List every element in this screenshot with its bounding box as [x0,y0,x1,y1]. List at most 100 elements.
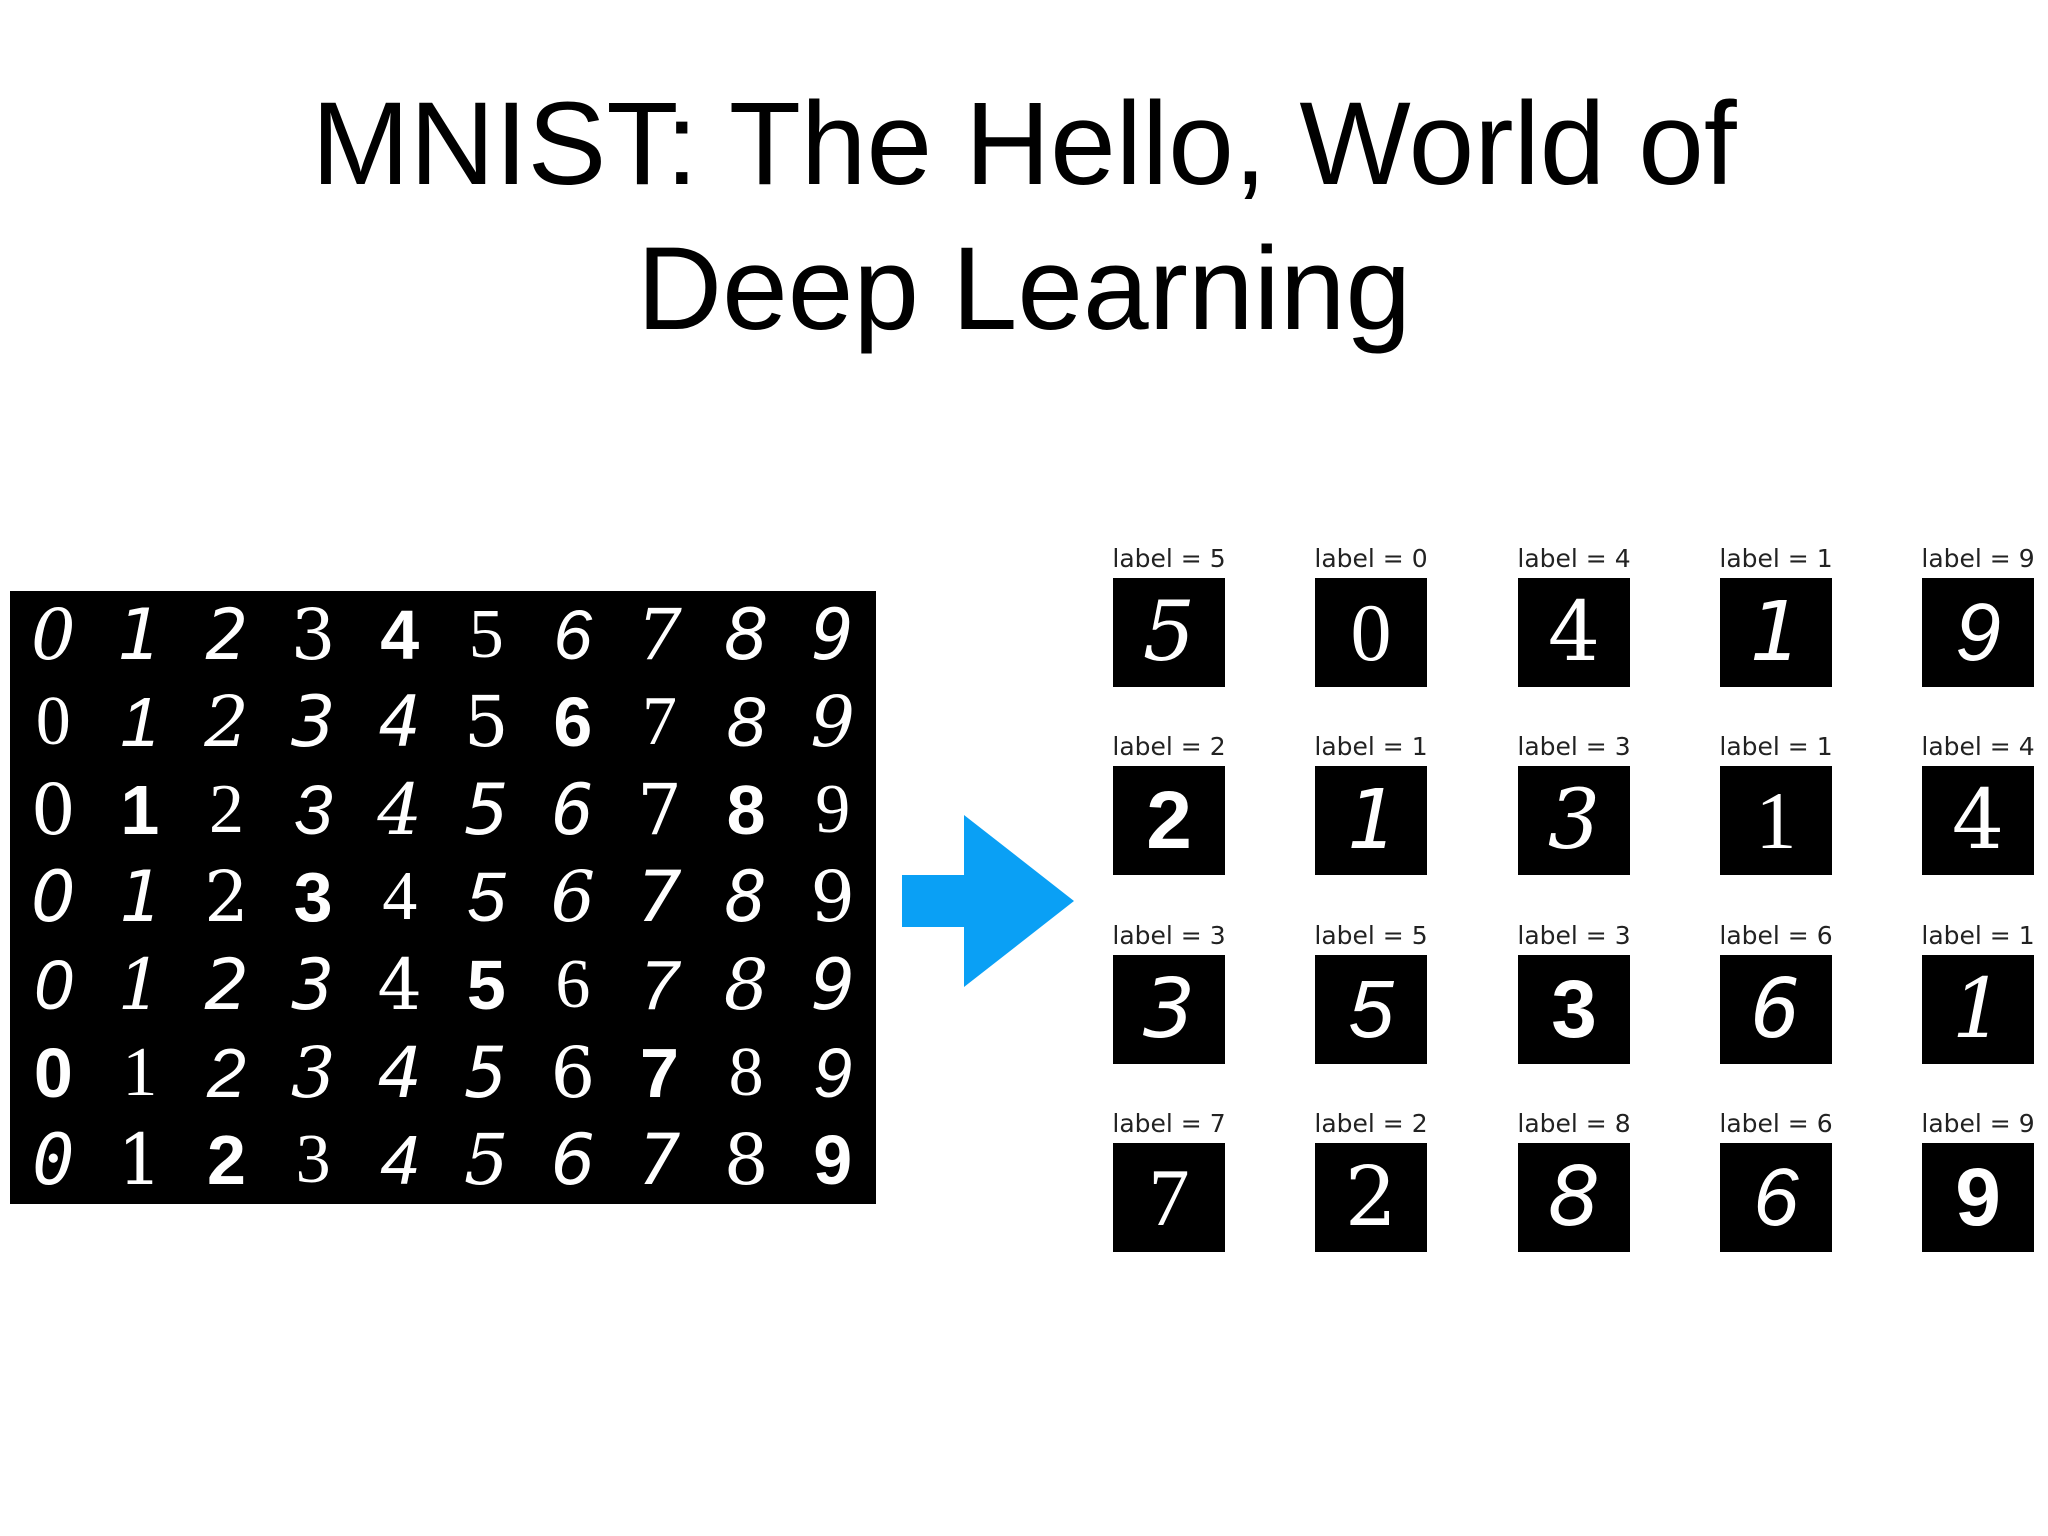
sample-digit-image: 3 [1113,955,1225,1064]
handwritten-digit: 5 [464,1119,509,1202]
handwritten-digit: 9 [810,681,855,764]
sample-label: label = 9 [1921,1109,2035,1138]
sample-label: label = 8 [1517,1109,1631,1138]
handwritten-digit: 2 [205,593,248,676]
handwritten-digit: 4 [378,681,421,764]
sample-digit-image: 2 [1113,766,1225,875]
handwritten-digit: 5 [468,595,504,673]
handwritten-digit: 4 [377,768,422,851]
sample-digit-image: 2 [1315,1143,1427,1252]
sample-label: label = 9 [1921,544,2035,573]
handwritten-digit: 2 [204,856,249,939]
handwritten-digit: 5 [464,768,509,851]
handwritten-digit: 2 [204,944,249,1027]
handwritten-digit: 4 [377,944,422,1027]
handwritten-digit: 7 [637,768,682,851]
handwritten-digit: 6 [555,946,591,1024]
handwritten-digit: 1 [120,683,160,762]
handwritten-digit: 6 [550,1031,596,1114]
handwritten-digit: 3 [292,944,335,1027]
handwritten-digit: 4 [377,1031,422,1114]
sample-digit-image: 8 [1518,1143,1630,1252]
sample-digit-image: 5 [1113,578,1225,687]
handwritten-digit: 6 [550,856,596,939]
right-arrow-icon [902,815,1074,987]
sample-digit-image: 1 [1720,766,1832,875]
handwritten-digit: 9 [811,593,854,676]
handwritten-digit: 8 [723,593,769,676]
handwritten-digit: 1 [118,856,161,939]
handwritten-digit: 7 [640,946,679,1025]
handwritten-digit: 4 [380,1121,420,1200]
sample-digit-image: 3 [1518,955,1630,1064]
handwritten-digit: 8 [723,1119,769,1202]
handwritten-digit: 3 [290,681,336,764]
slide-title-line-1: MNIST: The Hello, World of [311,78,1737,210]
handwritten-digit: 8 [726,683,766,762]
handwritten-digit: 1 [122,1033,158,1111]
sample-digit-image: 6 [1720,1143,1832,1252]
handwritten-digit: 0 [31,768,76,851]
handwritten-digit: 9 [810,856,855,939]
sample-label: label = 6 [1719,921,1833,950]
handwritten-digit: 8 [726,770,766,849]
slide-title-line-2: Deep Learning [636,223,1412,355]
handwritten-digit: 9 [813,1033,853,1112]
handwritten-digit: 9 [815,770,851,848]
sample-label: label = 1 [1719,732,1833,761]
handwritten-digit: 1 [117,944,163,1027]
labelled-sample: label = 5 5 [1314,921,1428,1064]
sample-digit-image: 9 [1922,1143,2034,1252]
handwritten-digit: 3 [295,1121,331,1199]
handwritten-digit: 2 [207,1121,246,1200]
sample-label: label = 4 [1517,544,1631,573]
handwritten-digit: 7 [638,1119,681,1202]
handwritten-digit: 2 [208,770,244,848]
handwritten-digit: 1 [117,593,163,676]
labelled-sample: label = 3 3 [1517,921,1631,1064]
labelled-sample: label = 1 1 [1719,732,1833,875]
handwritten-digit: 4 [382,858,418,936]
handwritten-digit: 3 [293,858,333,937]
sample-digit-image: 3 [1518,766,1630,875]
handwritten-digit: 3 [290,593,336,676]
handwritten-digit: 6 [553,683,593,762]
handwritten-digit: 9 [813,1121,853,1200]
handwritten-digit: 6 [553,595,593,674]
handwritten-digit: 6 [551,768,594,851]
handwritten-digit: 5 [465,1031,508,1114]
handwritten-digit: 8 [723,944,769,1027]
handwritten-digit: 0 [31,856,76,939]
handwritten-digit: 8 [728,1033,764,1111]
labelled-sample: label = 9 9 [1921,1109,2035,1252]
sample-label: label = 3 [1517,921,1631,950]
handwritten-digit: 2 [204,681,249,764]
handwritten-digit: 3 [293,770,333,849]
sample-label: label = 5 [1314,921,1428,950]
sample-label: label = 1 [1314,732,1428,761]
sample-digit-image: 4 [1922,766,2034,875]
sample-digit-image: 5 [1315,955,1427,1064]
handwritten-digit: 4 [380,595,420,674]
handwritten-digit: 7 [640,1033,679,1112]
handwritten-digit: 2 [207,1033,246,1112]
handwritten-digit: 7 [641,683,677,761]
handwritten-digit: 5 [466,946,506,1025]
handwritten-digit: 7 [637,856,682,939]
sample-digit-image: 9 [1922,578,2034,687]
labelled-sample: label = 9 9 [1921,544,2035,687]
handwritten-digit: 0 [32,1119,75,1202]
sample-label: label = 1 [1719,544,1833,573]
sample-label: label = 0 [1314,544,1428,573]
slide-title: MNIST: The Hello, World of Deep Learning [0,72,2048,362]
